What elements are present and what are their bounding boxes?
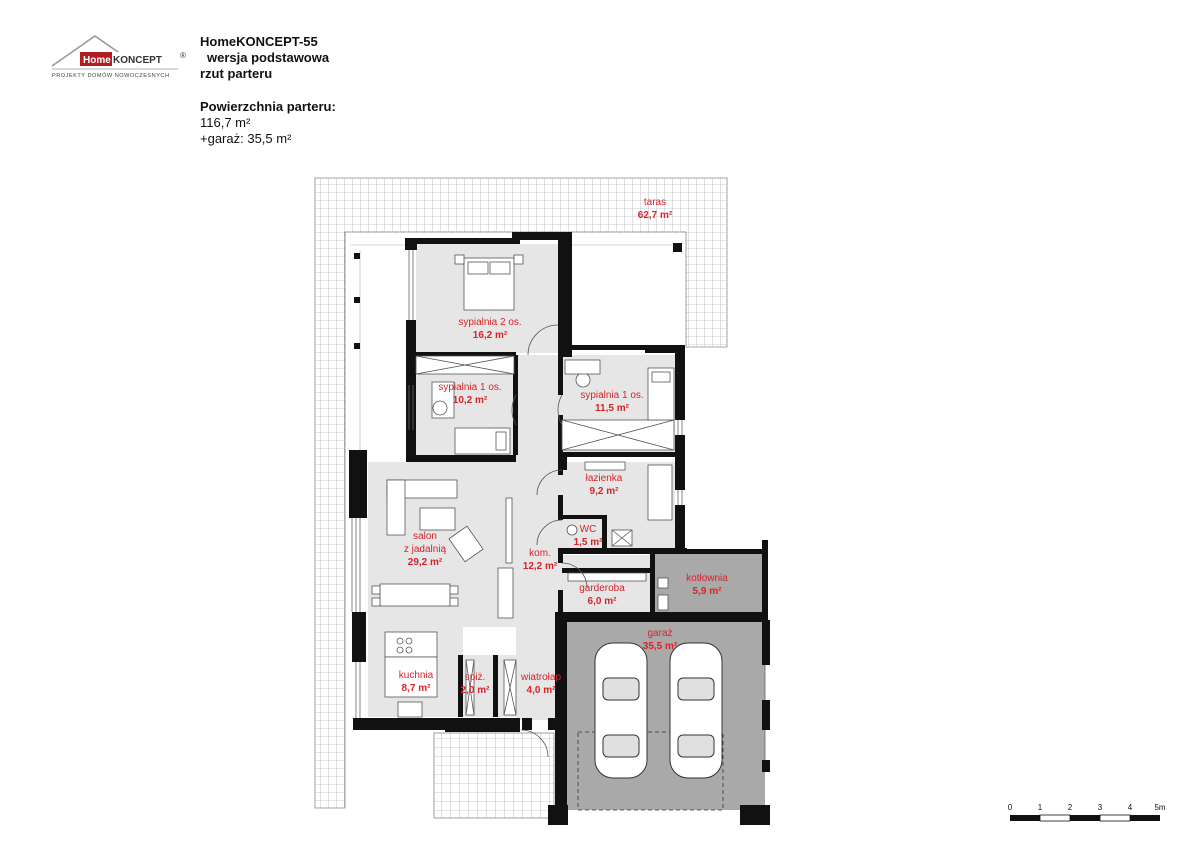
room-label-lazienka: łazienka [586,473,623,484]
room-area-garderoba: 6,0 m² [588,596,618,607]
scale-label-0: 0 [1008,803,1013,812]
garage-cars [594,642,723,779]
logo-koncept-text: KONCEPT [113,55,162,66]
room-area-spiz: 2,0 m² [461,685,491,696]
room-label-sypialnia-2: sypialnia 2 os. [458,317,521,328]
room-label-garaz: garaż [647,628,672,639]
terrace-paving [314,177,728,809]
room-area-lazienka: 9,2 m² [590,486,620,497]
room-area-wc: 1,5 m² [574,537,604,548]
project-name: HomeKONCEPT-55 [200,34,318,49]
area-value: 116,7 m² [200,115,251,130]
room-area-salon: 29,2 m² [408,557,443,568]
room-label-taras: taras [644,197,666,208]
room-label-salon: salon [413,531,437,542]
room-label-kotlownia: kotłownia [686,573,728,584]
room-area-kom: 12,2 m² [523,561,558,572]
room-label-wiatrolap: wiatrołap [520,672,561,683]
room-label-wc: WC [580,524,597,535]
room-label-spiz: spiż. [465,672,486,683]
room-label-sypialnia-1a: sypialnia 1 os. [438,382,501,393]
room-area-kuchnia: 8,7 m² [402,683,432,694]
room-area-garaz: 35,5 m² [643,641,678,652]
room-area-sypialnia-1a: 10,2 m² [453,395,488,406]
scale-label-3: 3 [1098,803,1103,812]
scale-label-5m: 5m [1154,803,1165,812]
logo-registered: ® [180,51,186,60]
scale-label-1: 1 [1038,803,1043,812]
entrance-paving [433,732,555,819]
windows [351,250,766,760]
scale-label-2: 2 [1068,803,1073,812]
room-labels: taras 62,7 m² sypialnia 2 os. 16,2 m² sy… [399,197,729,696]
scale-bar: 0 1 2 3 4 5m [1008,803,1166,822]
doors [511,324,588,758]
room-label-garderoba: garderoba [579,583,625,594]
room-area-kotlownia: 5,9 m² [693,586,723,597]
plan-type: rzut parteru [200,66,273,81]
room-area-wiatrolap: 4,0 m² [527,685,557,696]
area-label: Powierzchnia parteru: [200,99,336,114]
furniture [371,254,675,718]
room-label-z-jadalnia: z jadalnią [404,544,447,555]
room-area-sypialnia-2: 16,2 m² [473,330,508,341]
room-area-sypialnia-1b: 11,5 m² [595,403,630,414]
garage-area: +garaż: 35,5 m² [200,131,292,146]
room-label-kuchnia: kuchnia [399,670,434,681]
room-label-sypialnia-1b: sypialnia 1 os. [580,390,643,401]
project-variant: wersja podstawowa [207,50,330,65]
walls [349,232,770,825]
area-summary-block: Powierzchnia parteru: 116,7 m² +garaż: 3… [200,99,336,147]
logo-home-text: Home [83,55,111,66]
project-title-block: HomeKONCEPT-55 wersja podstawowa rzut pa… [200,34,329,82]
room-area-taras: 62,7 m² [638,210,673,221]
room-label-kom: kom. [529,548,551,559]
logo-tagline: PROJEKTY DOMÓW NOWOCZESNYCH [52,72,170,79]
scale-label-4: 4 [1128,803,1133,812]
homekoncept-logo: Home KONCEPT ® PROJEKTY DOMÓW NOWOCZESNY… [51,35,186,79]
